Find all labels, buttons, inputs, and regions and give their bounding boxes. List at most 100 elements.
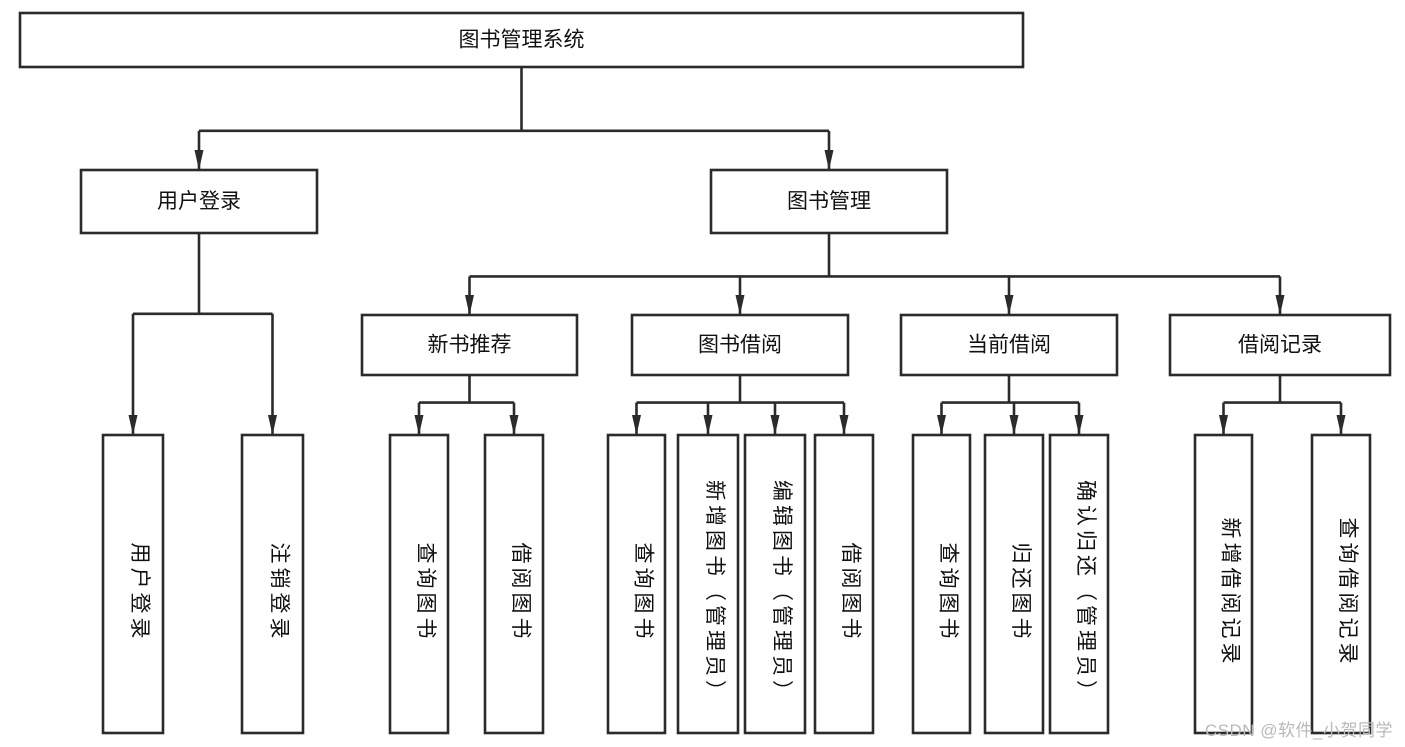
svg-text:理: 理 — [1074, 630, 1097, 651]
svg-text:借: 借 — [1336, 568, 1359, 589]
node-label: 图书管理系统 — [459, 29, 585, 52]
svg-text:归: 归 — [1074, 530, 1097, 551]
node-layer: 图书管理系统用户登录图书管理新书推荐图书借阅当前借阅借阅记录用户登录注销登录查询… — [18, 11, 1392, 735]
arrow-head-icon — [1074, 415, 1084, 435]
svg-text:增: 增 — [1219, 543, 1242, 564]
node-label: 用户登录 — [128, 543, 151, 639]
svg-text:图: 图 — [770, 530, 793, 551]
svg-text:用: 用 — [128, 543, 151, 564]
svg-text:书: 书 — [509, 618, 532, 639]
node-current-borrow[interactable]: 当前借阅 — [899, 313, 1119, 377]
node-book-borrow[interactable]: 图书借阅 — [630, 313, 850, 377]
arrow-head-icon — [1275, 295, 1285, 315]
arrow-head-icon — [509, 415, 519, 435]
svg-text:借: 借 — [509, 543, 532, 564]
arrow-head-icon — [1219, 415, 1228, 435]
svg-text:）: ） — [770, 680, 793, 701]
svg-text:查: 查 — [937, 543, 960, 564]
svg-text:还: 还 — [1074, 555, 1097, 576]
svg-text:录: 录 — [1219, 643, 1242, 664]
arrow-head-icon — [1004, 295, 1014, 315]
svg-text:理: 理 — [703, 630, 726, 651]
node-label: 新书推荐 — [428, 334, 512, 357]
edge-layer — [128, 67, 1346, 435]
arrow-head-icon — [703, 415, 713, 435]
node-label: 图书借阅 — [698, 334, 782, 357]
arrow-head-icon — [824, 150, 834, 170]
svg-text:记: 记 — [1219, 618, 1242, 639]
svg-text:借: 借 — [1219, 568, 1242, 589]
node-borrow-record[interactable]: 借阅记录 — [1168, 313, 1392, 377]
svg-text:阅: 阅 — [1219, 593, 1242, 614]
arrow-head-icon — [839, 415, 849, 435]
svg-text:户: 户 — [128, 568, 151, 589]
arrow-head-icon — [937, 415, 946, 435]
svg-text:查: 查 — [1336, 518, 1359, 539]
svg-text:员: 员 — [770, 655, 793, 676]
svg-text:查: 查 — [414, 543, 437, 564]
node-book-manage[interactable]: 图书管理 — [709, 168, 949, 235]
arrow-head-icon — [268, 415, 277, 435]
svg-text:询: 询 — [414, 568, 437, 589]
arrow-head-icon — [1336, 415, 1346, 435]
node-label: 借阅记录 — [1238, 334, 1322, 357]
svg-text:编: 编 — [770, 480, 793, 501]
svg-text:书: 书 — [1009, 618, 1032, 639]
svg-text:阅: 阅 — [839, 568, 862, 589]
arrow-head-icon — [770, 415, 780, 435]
svg-text:图: 图 — [703, 530, 726, 551]
svg-text:管: 管 — [1074, 605, 1097, 626]
svg-text:新: 新 — [703, 480, 726, 501]
node-new-book-rec[interactable]: 新书推荐 — [360, 313, 579, 377]
arrow-head-icon — [735, 295, 745, 315]
arrow-head-icon — [194, 150, 204, 170]
svg-text:借: 借 — [839, 543, 862, 564]
svg-text:登: 登 — [128, 593, 151, 614]
svg-text:增: 增 — [703, 505, 726, 526]
node-leaf-user-login[interactable]: 用户登录 — [101, 433, 165, 735]
svg-text:（: （ — [770, 580, 793, 601]
svg-text:销: 销 — [268, 568, 291, 589]
node-label: 图书管理 — [787, 190, 871, 213]
svg-text:员: 员 — [703, 655, 726, 676]
svg-text:新: 新 — [1219, 518, 1242, 539]
svg-text:询: 询 — [1336, 543, 1359, 564]
svg-text:记: 记 — [1336, 618, 1359, 639]
node-user-login[interactable]: 用户登录 — [79, 168, 319, 235]
node-label: 用户登录 — [157, 190, 241, 213]
svg-text:录: 录 — [268, 618, 291, 639]
node-root-system[interactable]: 图书管理系统 — [18, 11, 1025, 69]
csdn-watermark: CSDN @软件_小贺同学 — [1204, 721, 1393, 740]
svg-text:书: 书 — [839, 618, 862, 639]
svg-text:书: 书 — [414, 618, 437, 639]
svg-text:书: 书 — [937, 618, 960, 639]
arrow-head-icon — [414, 415, 424, 435]
svg-text:图: 图 — [839, 593, 862, 614]
svg-text:图: 图 — [1009, 593, 1032, 614]
svg-text:录: 录 — [1336, 643, 1359, 664]
svg-text:（: （ — [1074, 580, 1097, 601]
